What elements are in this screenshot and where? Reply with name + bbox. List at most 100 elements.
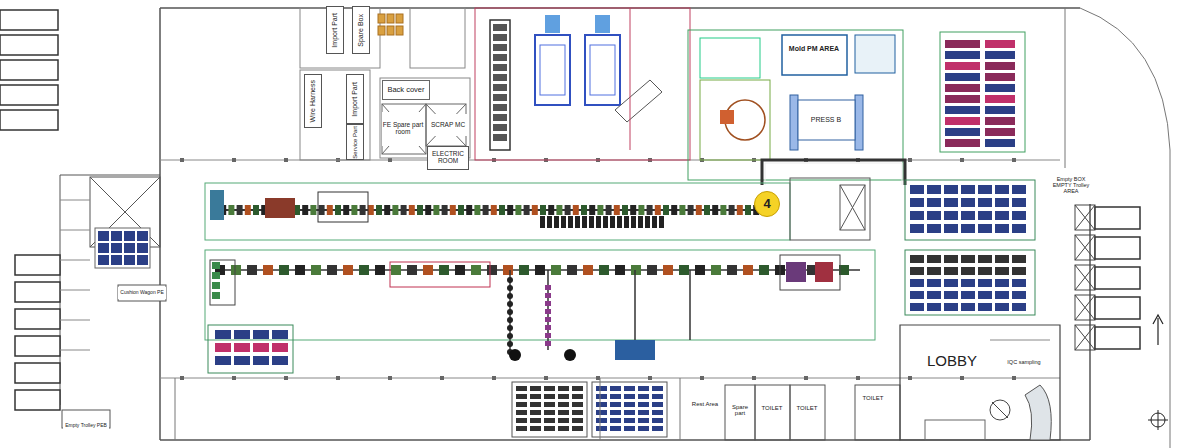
area-label: IQC sampling	[1007, 360, 1040, 366]
rack-cell	[978, 267, 992, 275]
rack-cell	[253, 330, 269, 339]
rack-cell	[945, 84, 980, 92]
rack-cell	[978, 279, 992, 287]
rack-cell	[530, 418, 541, 423]
station	[545, 325, 551, 330]
rack-cell	[137, 255, 148, 265]
rack-cell	[638, 402, 649, 407]
column	[492, 376, 496, 380]
station	[450, 205, 456, 215]
dock-line	[60, 350, 90, 351]
station	[519, 265, 529, 275]
wall-line	[1089, 195, 1091, 440]
station	[603, 216, 608, 228]
north-arrow	[1153, 315, 1163, 324]
station	[567, 265, 577, 275]
wall-line	[680, 378, 681, 440]
rack-cell	[910, 198, 924, 207]
area-label: TOILET	[863, 395, 884, 401]
rack-cell	[652, 418, 663, 423]
rack-cell	[944, 255, 958, 263]
dock-box	[840, 185, 865, 230]
column	[960, 376, 964, 380]
machine-part	[815, 262, 833, 282]
rack-cell	[234, 343, 250, 352]
column	[1012, 376, 1016, 380]
station	[532, 205, 538, 215]
rack-cell	[253, 356, 269, 365]
area-label-box: PRESS B	[800, 112, 852, 128]
station	[597, 205, 603, 215]
station	[515, 205, 521, 215]
rack-cell	[652, 402, 663, 407]
area-label: Cushion Wagon PE	[120, 290, 163, 295]
station	[455, 265, 465, 275]
area-label: PRESS B	[811, 116, 841, 123]
column	[596, 376, 600, 380]
pallet	[396, 26, 403, 35]
rack-cell	[652, 394, 663, 399]
area-label: ELECTRIC ROOM	[428, 151, 468, 165]
rack-cell	[944, 185, 958, 194]
station	[622, 205, 628, 215]
rack-cell	[558, 418, 569, 423]
rack-cell	[610, 402, 621, 407]
rack-cell	[516, 386, 527, 391]
pallet	[378, 14, 385, 23]
dock-box	[1075, 295, 1095, 320]
rack-cell	[961, 255, 975, 263]
rack-cell	[638, 386, 649, 391]
area-label-box: ELECTRIC ROOM	[427, 146, 469, 170]
rack-cell	[111, 255, 122, 265]
machine-part	[493, 24, 507, 31]
column	[336, 376, 340, 380]
column	[232, 376, 236, 380]
dock-line	[60, 290, 90, 291]
rack-cell	[995, 291, 1009, 299]
room	[925, 420, 985, 440]
machine-part	[493, 74, 507, 81]
rack-cell	[910, 255, 924, 263]
rack-cell	[530, 386, 541, 391]
station	[335, 205, 341, 215]
rack-cell	[624, 402, 635, 407]
rack-cell	[624, 394, 635, 399]
rack-cell	[985, 106, 1015, 114]
rack-cell	[978, 255, 992, 263]
station	[581, 205, 587, 215]
machine-part	[493, 124, 507, 131]
rack-cell	[978, 198, 992, 207]
rack-cell	[927, 291, 941, 299]
station	[458, 205, 464, 215]
station	[565, 205, 571, 215]
area-label-box: Empty BOX EMPTY Trolley AREA	[1050, 168, 1092, 204]
rack-cell	[98, 255, 109, 265]
dock-cross	[1075, 205, 1095, 230]
block	[300, 70, 370, 160]
station	[545, 285, 551, 290]
dock-cross	[382, 104, 426, 154]
station	[471, 265, 481, 275]
station	[351, 205, 357, 215]
station	[391, 265, 401, 275]
rack-cell	[1012, 255, 1026, 263]
station	[245, 205, 251, 215]
station	[743, 265, 753, 275]
dock-cross	[426, 104, 466, 146]
rack-cell	[572, 394, 583, 399]
machine-part	[493, 44, 507, 51]
rack-cell	[995, 255, 1009, 263]
rack-cell	[544, 418, 555, 423]
rack-cell	[927, 255, 941, 263]
rack-cell	[98, 231, 109, 241]
rack-cell	[944, 279, 958, 287]
dock-bay	[0, 10, 58, 30]
station	[507, 325, 513, 331]
station	[375, 265, 385, 275]
area-label: Rest Area	[692, 401, 718, 407]
rack-cell	[272, 330, 288, 339]
pallet	[387, 14, 394, 23]
trolley-area	[62, 410, 110, 428]
dock-cross	[1075, 235, 1095, 260]
